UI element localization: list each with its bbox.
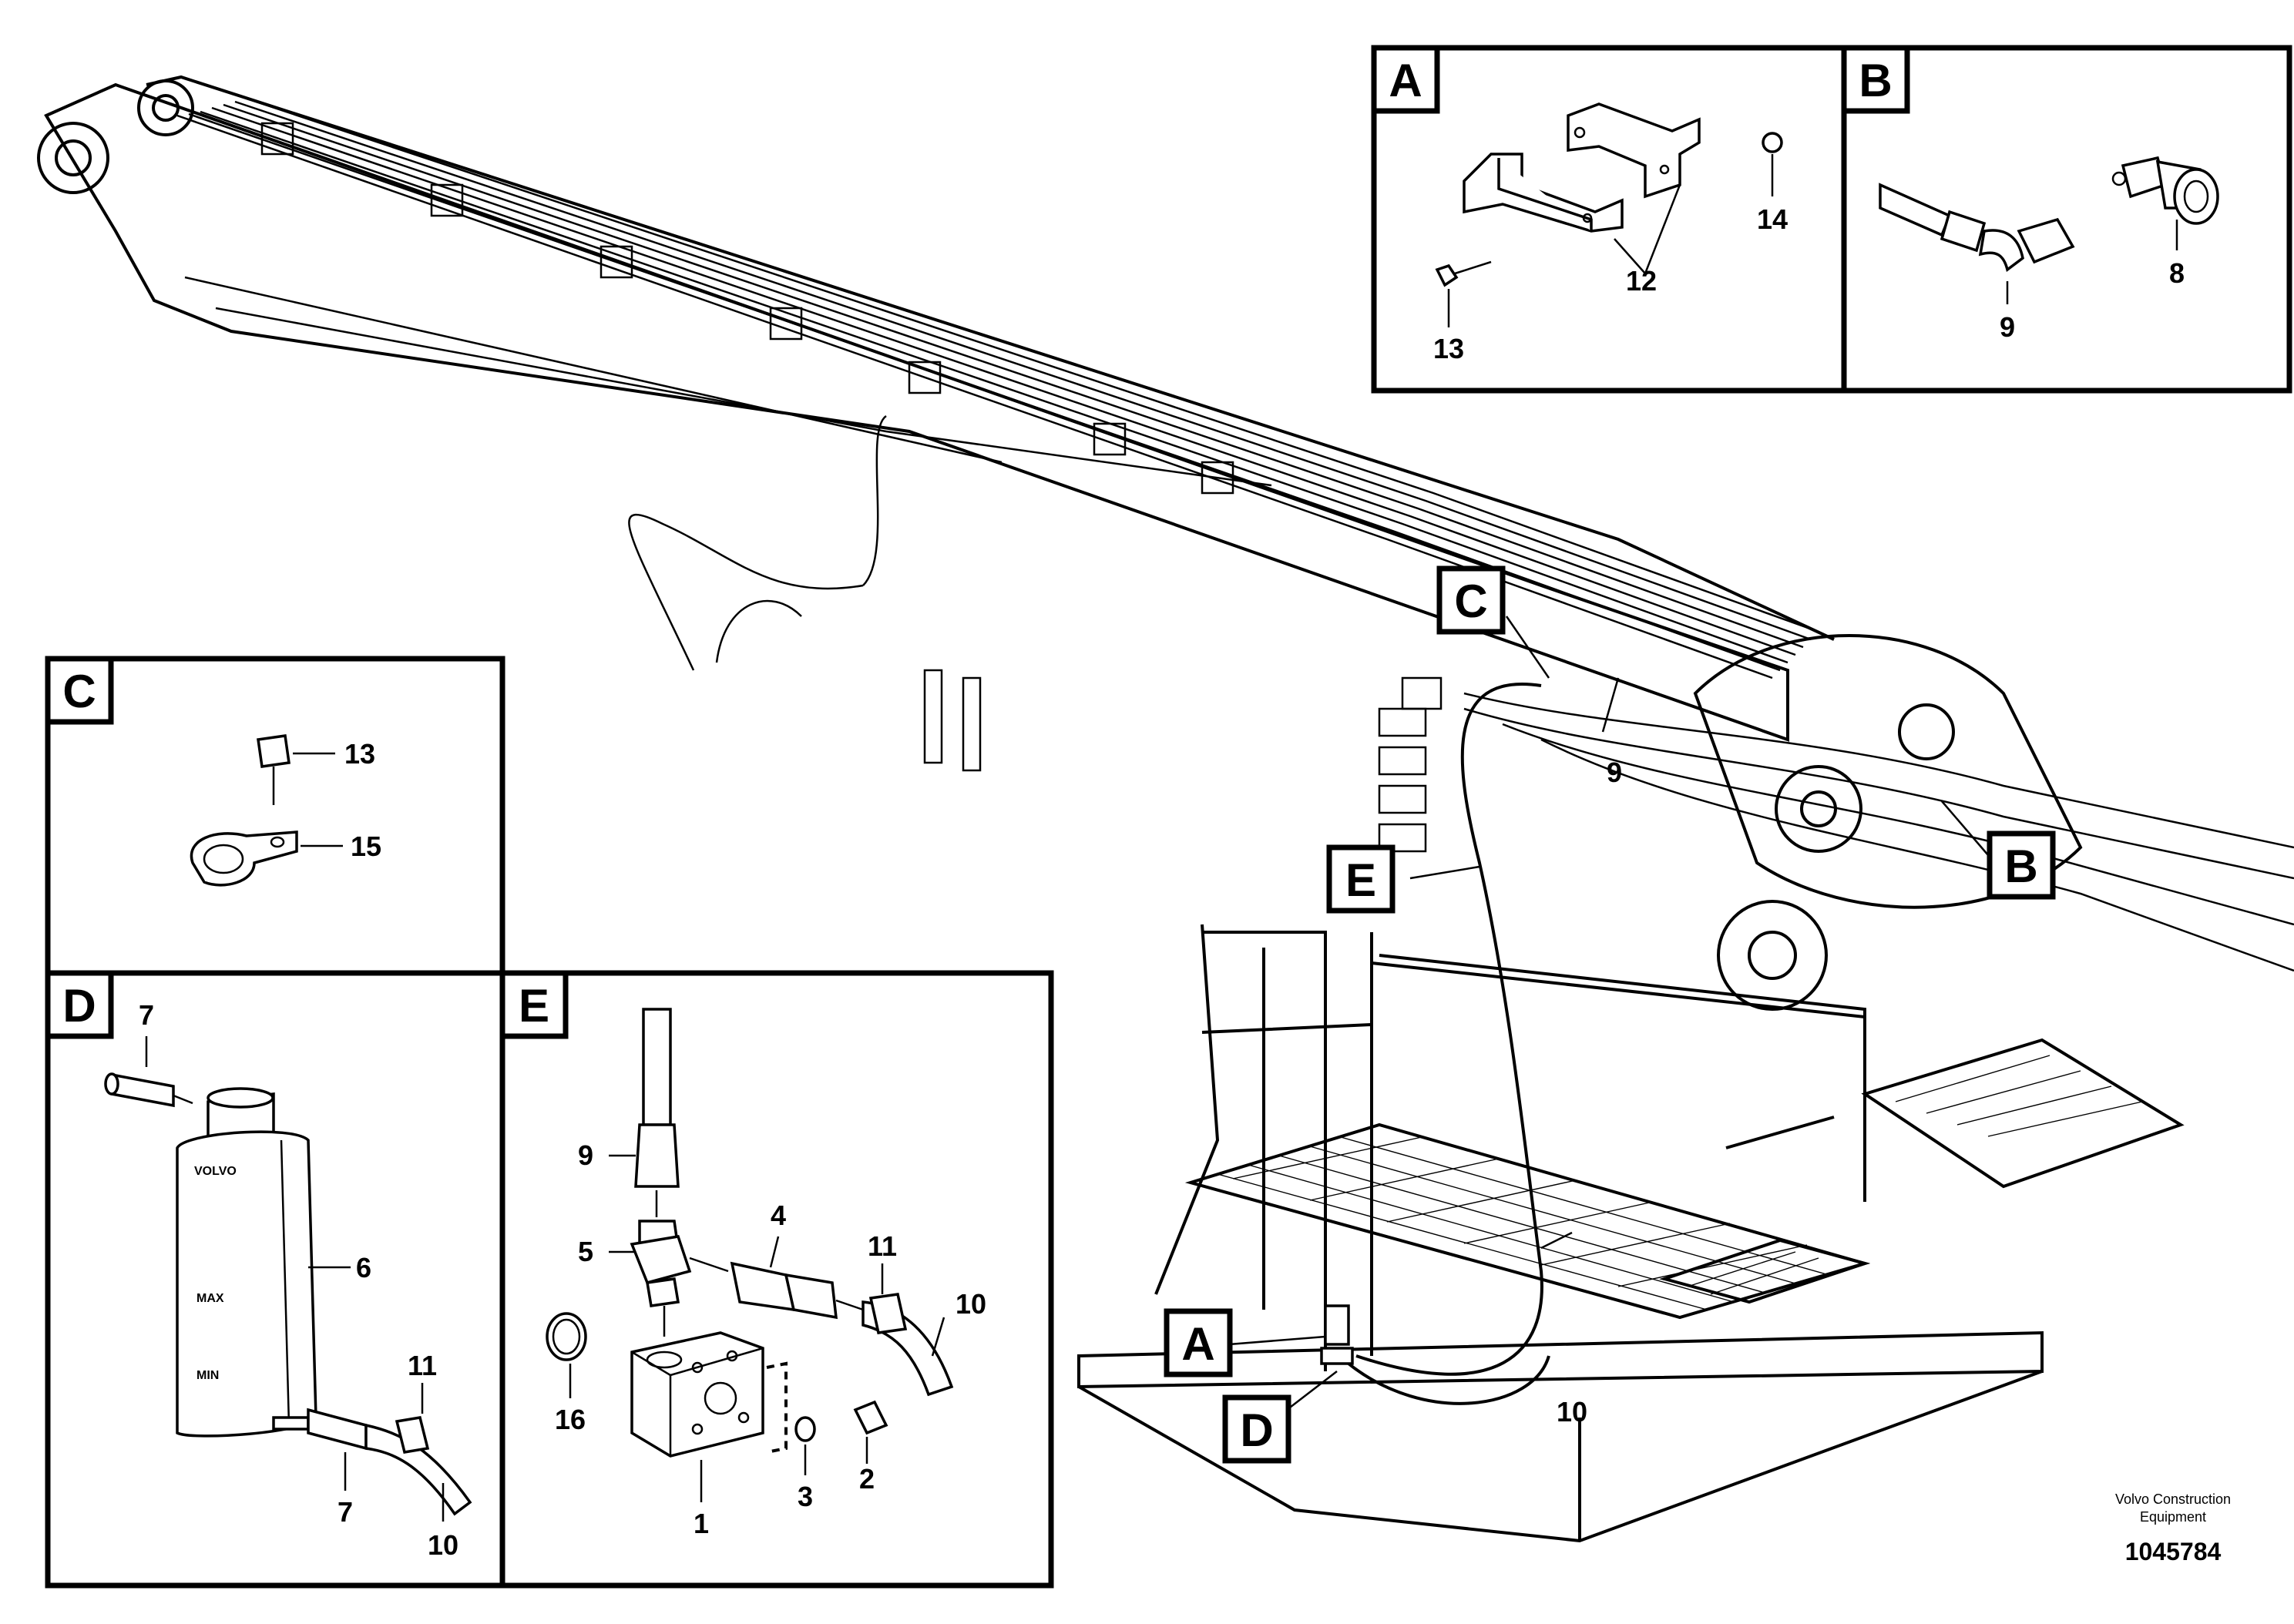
callout-a-13: 13	[1433, 333, 1464, 364]
detail-panel-a: A	[1371, 45, 1847, 394]
svg-text:A: A	[1181, 1318, 1214, 1370]
callout-e-10: 10	[956, 1288, 986, 1320]
callout-e-1: 1	[694, 1508, 709, 1539]
callout-d-11: 11	[408, 1350, 437, 1381]
boom-assembly-drawing	[37, 75, 2294, 1543]
svg-text:C: C	[62, 666, 96, 717]
callout-main-9: 9	[1607, 757, 1622, 788]
svg-text:B: B	[2004, 841, 2037, 892]
callout-e-4: 4	[771, 1200, 786, 1231]
detail-panel-c: C	[45, 656, 505, 976]
callout-e-5: 5	[578, 1236, 593, 1267]
svg-text:E: E	[519, 980, 549, 1032]
brand-name-line1: Volvo Construction	[2115, 1491, 2231, 1507]
callout-c-15: 15	[351, 830, 381, 862]
detail-panel-e: E	[499, 970, 1054, 1589]
callout-a-12: 12	[1626, 265, 1657, 297]
callout-a-14: 14	[1757, 203, 1788, 235]
callout-e-2: 2	[859, 1463, 875, 1495]
main-leader-lines	[1228, 616, 1989, 1411]
svg-text:D: D	[62, 980, 96, 1032]
detail-tag-c-main[interactable]: C	[1436, 565, 1506, 635]
callout-main-10: 10	[1557, 1396, 1587, 1428]
detail-panel-d: D VOLVO MAX MIN	[45, 970, 505, 1589]
callout-e-16: 16	[555, 1404, 586, 1435]
callout-e-11: 11	[868, 1230, 897, 1262]
callout-e-9: 9	[578, 1139, 593, 1171]
brand-name-line2: Equipment	[2140, 1509, 2206, 1525]
callout-d-10: 10	[428, 1529, 458, 1561]
bottle-brand-label: VOLVO	[194, 1165, 237, 1178]
detail-tag-a-main[interactable]: A	[1164, 1308, 1233, 1377]
callout-e-3: 3	[798, 1481, 813, 1512]
callout-c-13: 13	[344, 738, 375, 770]
detail-panel-b: B	[1841, 45, 2292, 394]
detail-tag-b-main[interactable]: B	[1987, 830, 2056, 900]
detail-tag-d-main[interactable]: D	[1222, 1394, 1291, 1464]
callout-d-7a: 7	[139, 999, 154, 1031]
callout-b-9: 9	[2000, 311, 2015, 343]
svg-text:D: D	[1240, 1404, 1273, 1456]
callout-d-6: 6	[356, 1252, 371, 1283]
svg-text:A: A	[1389, 55, 1422, 106]
callout-b-8: 8	[2169, 257, 2185, 289]
svg-text:E: E	[1345, 854, 1376, 906]
svg-text:C: C	[1454, 575, 1487, 627]
svg-text:B: B	[1859, 55, 1892, 106]
bottle-min-label: MIN	[196, 1369, 219, 1382]
drawing-number: 1045784	[2125, 1538, 2222, 1565]
detail-tag-e-main[interactable]: E	[1326, 844, 1396, 914]
bottle-max-label: MAX	[196, 1292, 224, 1305]
callout-d-7b: 7	[338, 1496, 353, 1528]
